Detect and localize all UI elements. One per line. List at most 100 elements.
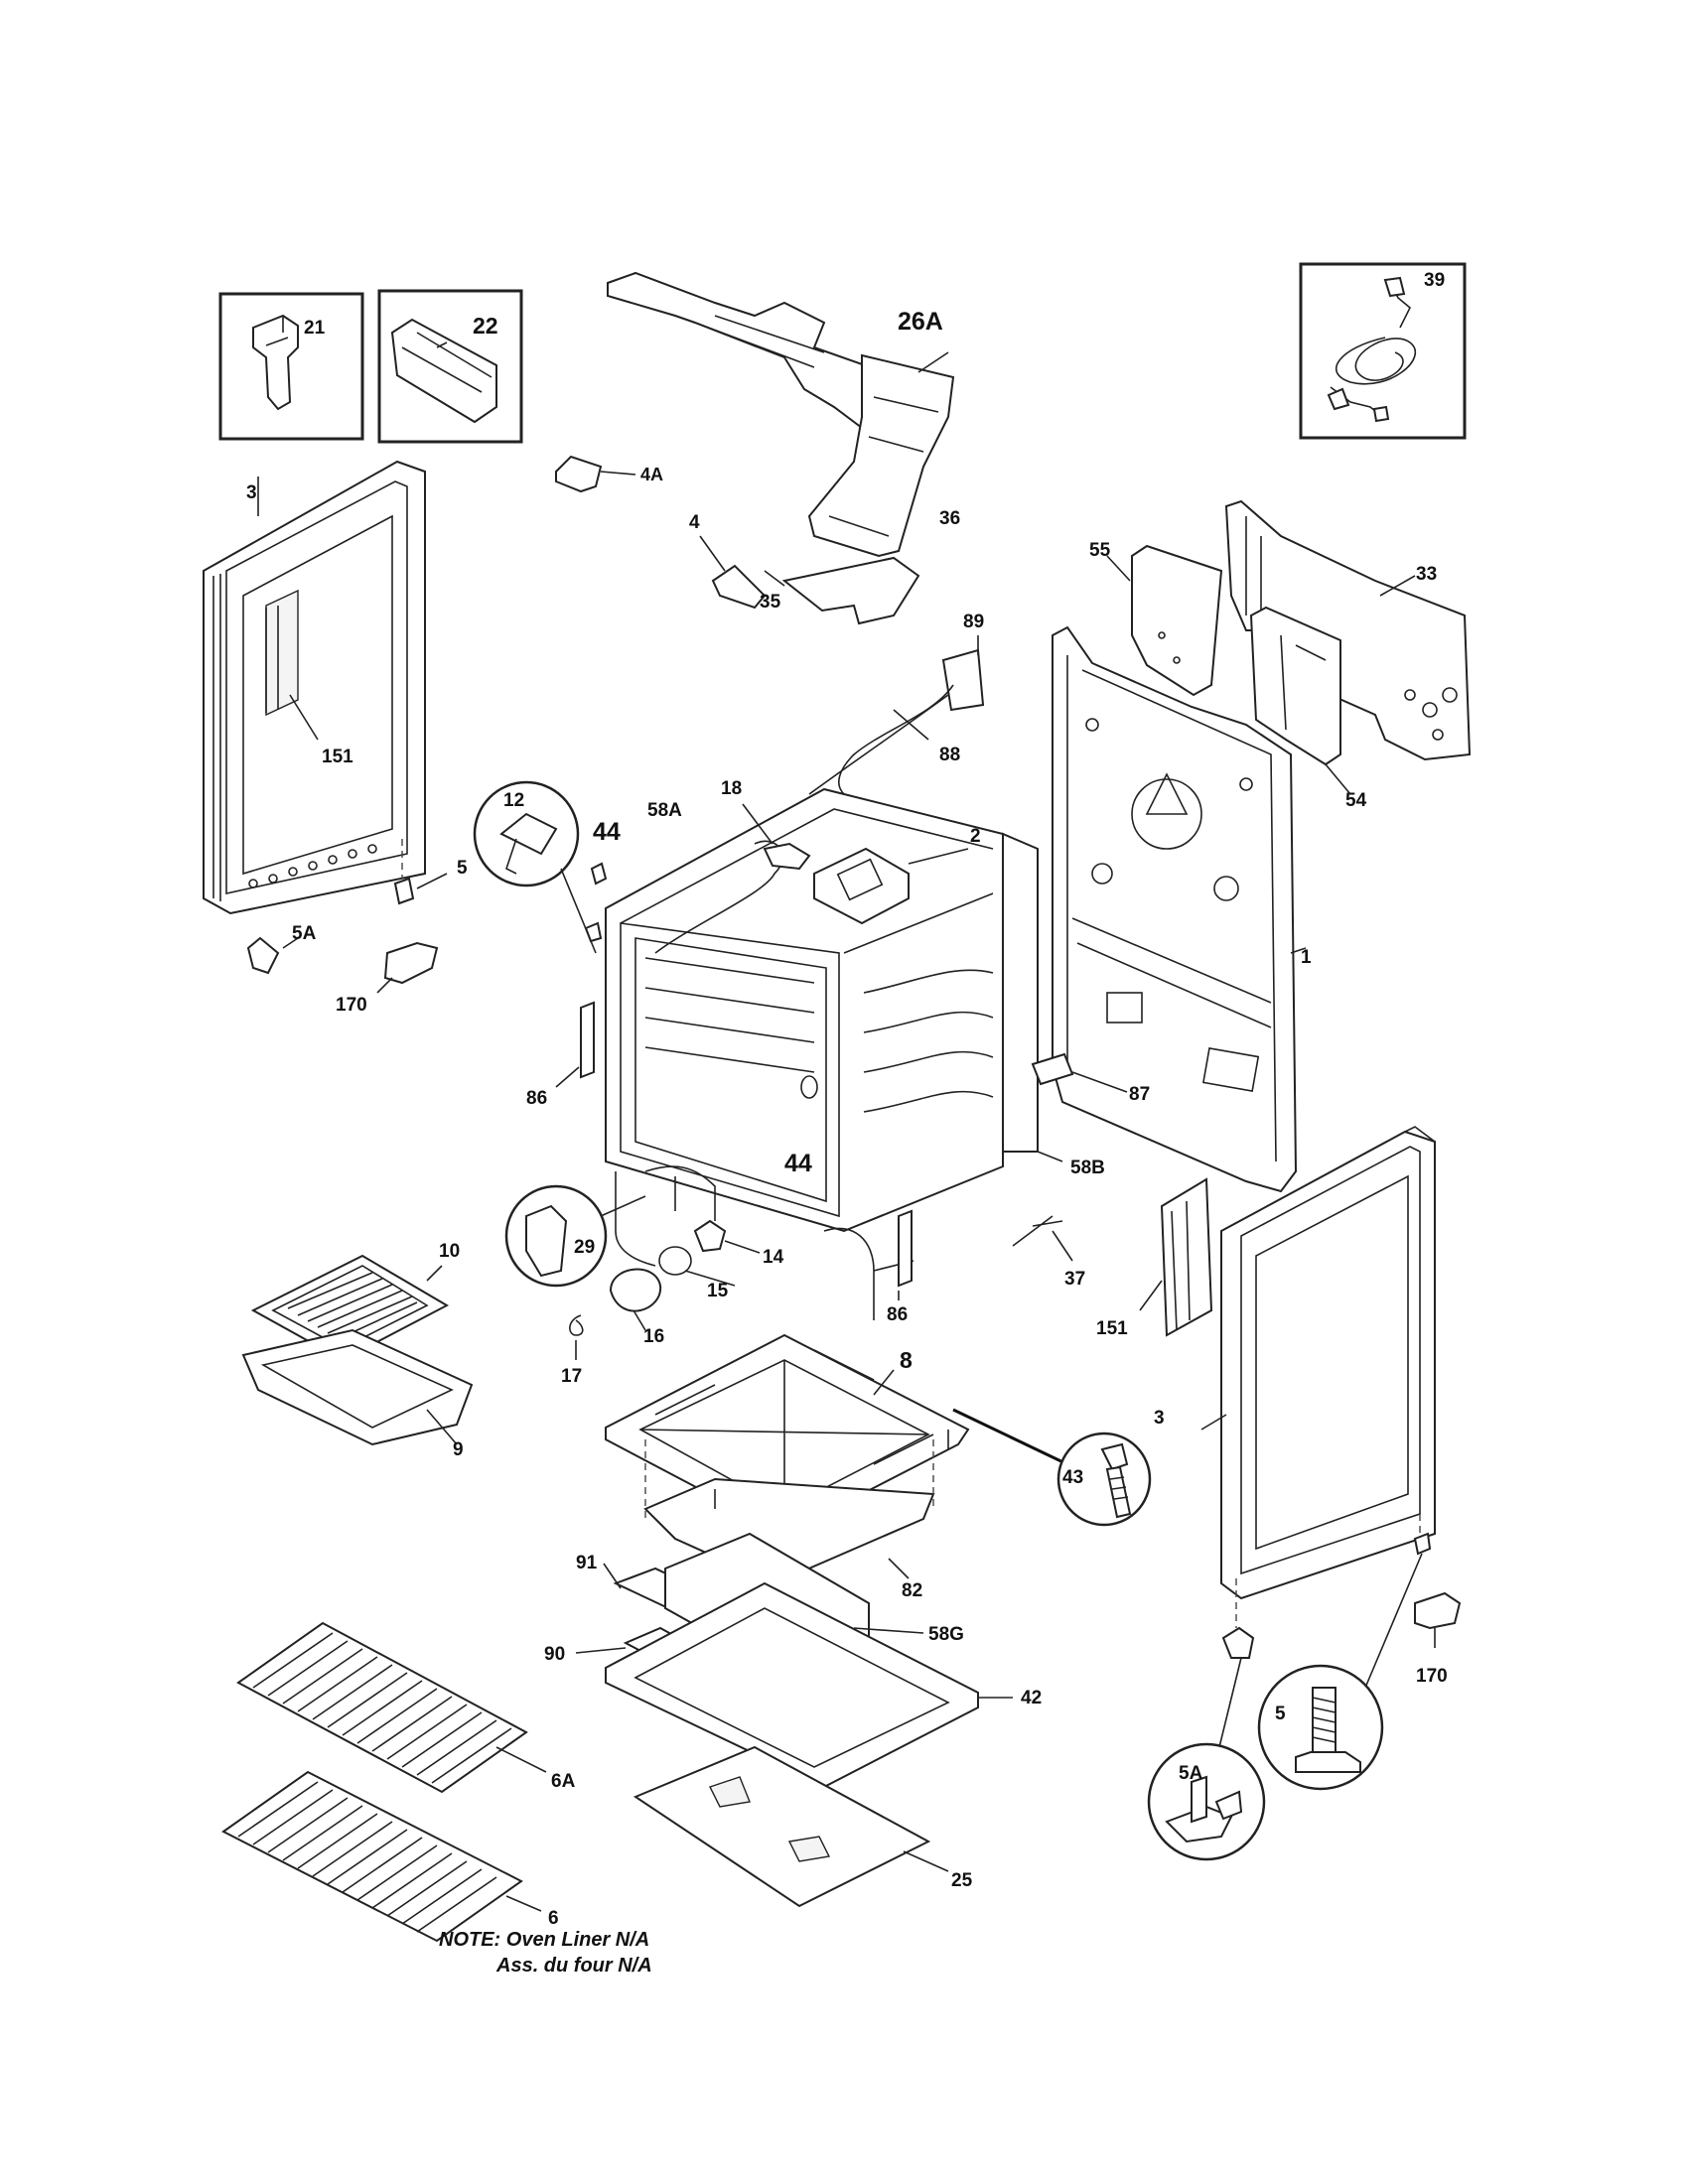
part-58A-oven-cavity[interactable] — [605, 787, 1004, 1320]
part-170-bracket-right[interactable] — [1414, 1591, 1462, 1648]
part-44-bulb-top[interactable] — [584, 862, 608, 943]
label-10: 10 — [439, 1241, 460, 1262]
label-8: 8 — [900, 1347, 913, 1373]
part-42-drawer-frame[interactable] — [605, 1581, 1013, 1789]
note-line-1: NOTE: Oven Liner N/A — [439, 1929, 649, 1951]
label-33: 33 — [1416, 564, 1437, 585]
label-58B: 58B — [1070, 1158, 1105, 1178]
label-15: 15 — [707, 1281, 729, 1301]
label-55: 55 — [1089, 540, 1111, 561]
part-12-switch-callout[interactable] — [473, 780, 597, 954]
label-151-left: 151 — [322, 747, 353, 767]
label-88: 88 — [939, 745, 960, 765]
label-91: 91 — [576, 1553, 598, 1573]
part-58B-insulation[interactable] — [1002, 832, 1063, 1162]
part-3-left-side-panel[interactable] — [203, 460, 426, 915]
part-5-leveler-left[interactable] — [393, 839, 448, 905]
inset-part-21[interactable] — [218, 292, 364, 441]
label-36: 36 — [939, 508, 960, 529]
label-86-left: 86 — [526, 1088, 547, 1109]
label-6A: 6A — [551, 1771, 576, 1792]
part-86-bracket-left[interactable] — [555, 1001, 595, 1088]
label-22: 22 — [473, 313, 498, 339]
part-5-callout[interactable] — [1257, 1664, 1384, 1791]
label-87: 87 — [1129, 1084, 1150, 1105]
part-5-leveler-right[interactable] — [1364, 1514, 1432, 1689]
label-5A-right: 5A — [1179, 1763, 1203, 1784]
part-5A-callout[interactable] — [1147, 1742, 1266, 1861]
label-21: 21 — [304, 318, 326, 339]
part-36-duct[interactable] — [807, 351, 955, 558]
label-5A-left: 5A — [292, 923, 317, 944]
part-14-socket[interactable] — [693, 1219, 761, 1254]
part-89-bracket[interactable] — [941, 635, 985, 712]
label-3-left: 3 — [246, 482, 257, 503]
label-14: 14 — [763, 1247, 784, 1268]
part-151-bracket-right[interactable] — [1139, 1177, 1213, 1337]
part-3-right-side-panel[interactable] — [1200, 1126, 1436, 1600]
label-54: 54 — [1345, 790, 1367, 811]
part-17-clip[interactable] — [569, 1314, 584, 1360]
label-90: 90 — [544, 1644, 565, 1665]
label-17: 17 — [561, 1366, 582, 1387]
part-6-rack[interactable] — [221, 1770, 542, 1943]
part-15-bulb[interactable] — [658, 1246, 736, 1287]
part-6A-rack[interactable] — [236, 1621, 547, 1794]
note-line-2: Ass. du four N/A — [495, 1955, 652, 1977]
label-6: 6 — [548, 1908, 559, 1929]
label-4: 4 — [689, 512, 700, 533]
part-16-lens[interactable] — [609, 1268, 662, 1331]
label-89: 89 — [963, 612, 984, 632]
part-35-plate[interactable] — [764, 556, 920, 625]
label-25: 25 — [951, 1870, 973, 1891]
part-37-wire[interactable] — [1012, 1215, 1073, 1262]
part-18-sensor[interactable] — [742, 803, 811, 871]
label-1: 1 — [1301, 947, 1312, 968]
part-29-callout[interactable] — [504, 1184, 646, 1288]
part-55-panel[interactable] — [1106, 544, 1223, 697]
label-86-right: 86 — [887, 1304, 908, 1325]
part-88-wire[interactable] — [808, 684, 954, 795]
part-43-screw[interactable] — [947, 1408, 1152, 1527]
part-4-bracket[interactable] — [699, 535, 767, 610]
label-16: 16 — [643, 1326, 664, 1347]
label-5-right: 5 — [1275, 1704, 1286, 1724]
label-170-right: 170 — [1416, 1666, 1448, 1687]
label-82: 82 — [902, 1580, 922, 1601]
part-2-plate[interactable] — [813, 847, 969, 925]
part-9-broiler-pan[interactable] — [241, 1328, 474, 1446]
label-3-right: 3 — [1154, 1408, 1165, 1429]
part-54-panel[interactable] — [1249, 606, 1351, 795]
label-58A: 58A — [647, 800, 682, 821]
label-58G: 58G — [928, 1624, 964, 1645]
label-151-right: 151 — [1096, 1318, 1128, 1339]
label-35: 35 — [760, 592, 781, 613]
label-170-left: 170 — [336, 995, 367, 1016]
part-170-bracket-left[interactable] — [376, 941, 439, 994]
label-39: 39 — [1424, 270, 1445, 291]
label-42: 42 — [1021, 1688, 1042, 1708]
label-4A: 4A — [640, 465, 663, 484]
label-5-left: 5 — [457, 858, 468, 879]
label-37: 37 — [1064, 1269, 1085, 1290]
part-25-plate[interactable] — [633, 1745, 949, 1908]
part-86-bracket-right[interactable] — [898, 1209, 913, 1300]
label-44-bottom: 44 — [784, 1150, 812, 1177]
part-4A[interactable] — [555, 455, 636, 493]
part-44-bulb-bottom[interactable] — [800, 1075, 818, 1099]
label-9: 9 — [453, 1439, 464, 1460]
part-8-panel[interactable] — [605, 1333, 970, 1536]
part-5A-bracket-left[interactable] — [246, 936, 299, 975]
part-87-terminal[interactable] — [1031, 1052, 1128, 1093]
label-44-top: 44 — [593, 818, 621, 846]
label-12: 12 — [503, 790, 524, 811]
label-43: 43 — [1062, 1467, 1083, 1488]
inset-part-22[interactable] — [377, 289, 523, 444]
label-29: 29 — [574, 1237, 595, 1258]
part-5A-bracket-right[interactable] — [1218, 1578, 1255, 1748]
inset-part-39-cord[interactable] — [1299, 262, 1467, 440]
label-18: 18 — [721, 778, 742, 799]
part-1-back-panel[interactable] — [1052, 625, 1307, 1193]
label-2: 2 — [970, 826, 981, 847]
